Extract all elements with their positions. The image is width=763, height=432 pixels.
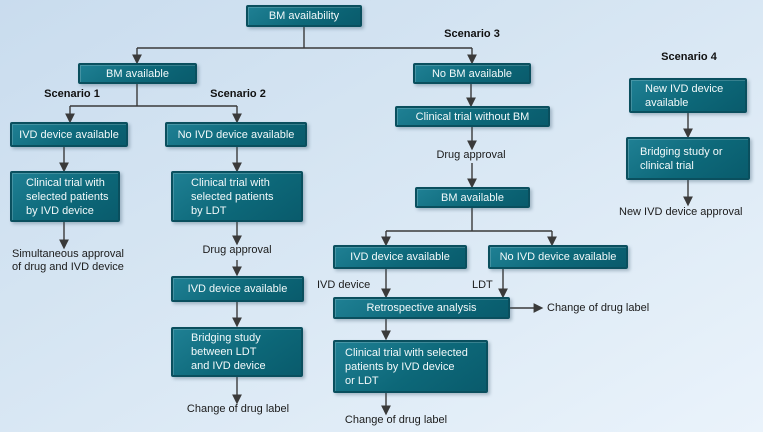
node-bm-availability: BM availability [246,5,362,27]
label-scenario-4: Scenario 4 [661,51,717,63]
node-s3-no-ivd-available: No IVD device available [488,245,628,269]
label-scenario-2: Scenario 2 [210,88,266,100]
node-s3-bm-available: BM available [415,187,530,208]
node-bm-available: BM available [78,63,197,84]
node-s2-no-ivd-available: No IVD device available [165,122,307,147]
text-s4-outcome: New IVD device approval [619,206,743,218]
node-s4-bridging-study: Bridging study or clinical trial [626,137,750,180]
label-scenario-1: Scenario 1 [44,88,100,100]
connector-bm-available-split [70,84,237,107]
connector-s3-bm-split [386,208,552,232]
node-no-bm-available: No BM available [413,63,531,84]
node-s2-ivd-available: IVD device available [171,276,304,302]
text-s2-outcome: Change of drug label [186,403,290,415]
node-s3-ivd-available: IVD device available [333,245,467,269]
node-retrospective-analysis: Retrospective analysis [333,297,510,319]
node-s3-clinical-trial: Clinical trial with selected patients by… [333,340,488,393]
node-s2-clinical-trial: Clinical trial with selected patients by… [171,171,303,222]
node-s2-bridging-study: Bridging study between LDT and IVD devic… [171,327,303,377]
text-ldt-path: LDT [472,279,493,291]
node-s1-ivd-available: IVD device available [10,122,128,147]
node-clinical-trial-without-bm: Clinical trial without BM [395,106,550,127]
text-s1-outcome: Simultaneous approval of drug and IVD de… [12,248,124,273]
label-scenario-3: Scenario 3 [444,28,500,40]
text-s3-drug-approval: Drug approval [436,149,506,161]
connector-bm-availability-split [137,27,472,49]
node-s4-new-ivd-device: New IVD device available [629,78,747,113]
text-s3-outcome: Change of drug label [344,414,448,426]
text-retrospective-outcome: Change of drug label [547,302,650,314]
text-ivd-device-path: IVD device [317,279,371,291]
text-s2-drug-approval: Drug approval [202,244,272,256]
node-s1-clinical-trial: Clinical trial with selected patients by… [10,171,120,222]
